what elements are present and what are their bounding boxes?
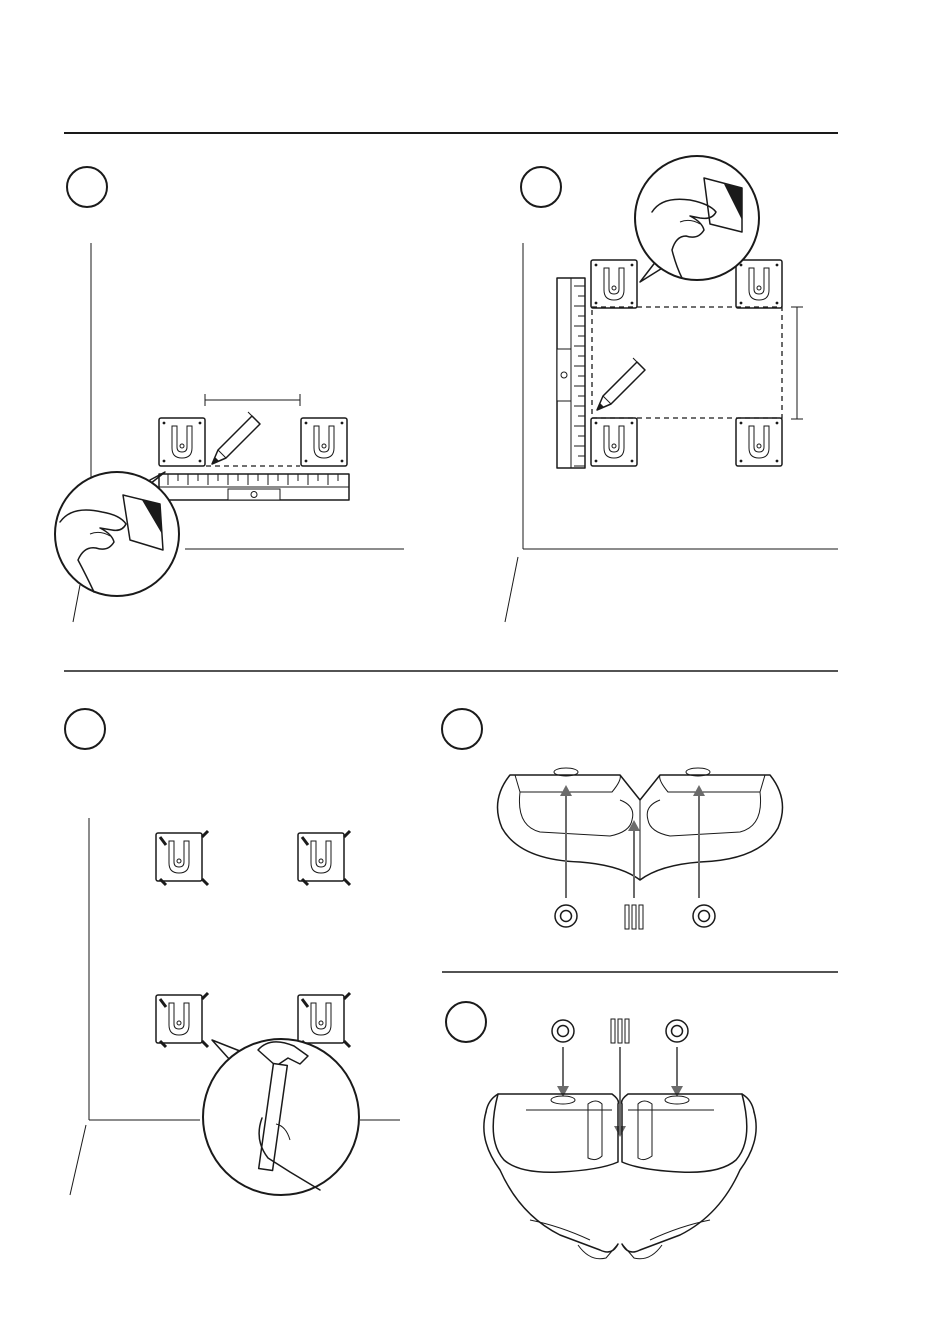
height-dimension (791, 307, 803, 419)
pencil-icon (212, 412, 260, 464)
step-1-circle (67, 167, 107, 207)
bracket-nailed-bottom-left (156, 993, 208, 1047)
placement-arrows (560, 785, 705, 898)
step-2-panel (505, 156, 838, 622)
step-3-circle (65, 709, 105, 749)
hand-peeling-tape-icon (55, 472, 179, 596)
bracket-right (301, 418, 347, 466)
spirit-level-icon-vertical (557, 278, 585, 468)
bracket-left (159, 418, 205, 466)
width-dimension (205, 394, 300, 406)
step-5-panel (446, 1002, 756, 1259)
step-3-panel (65, 709, 400, 1195)
bracket-bottom-left (591, 418, 637, 466)
step-4-panel (442, 709, 783, 929)
hand-peeling-tape-icon (635, 156, 759, 282)
step-2-circle (521, 167, 561, 207)
hammer-icon (203, 1039, 359, 1195)
placement-arrows (557, 1047, 683, 1137)
step-1-panel (55, 167, 404, 622)
connector-clip-icon (625, 905, 643, 929)
bracket-top-right (736, 260, 782, 308)
step-5-circle (446, 1002, 486, 1042)
bracket-nailed-bottom-right (298, 993, 350, 1047)
adhesive-pad-icon (552, 1020, 574, 1042)
bracket-top-left (591, 260, 637, 308)
adhesive-pad-icon (666, 1020, 688, 1042)
adhesive-pad-icon (693, 905, 715, 927)
connector-clip-icon (611, 1019, 629, 1043)
bracket-nailed-top-left (156, 831, 208, 885)
speaker-back-icon (498, 768, 783, 880)
bracket-bottom-right (736, 418, 782, 466)
adhesive-pad-icon (555, 905, 577, 927)
spirit-level-icon (159, 474, 349, 500)
bracket-nailed-top-right (298, 831, 350, 885)
guide-rectangle (592, 307, 782, 418)
pencil-icon (597, 358, 645, 410)
step-4-circle (442, 709, 482, 749)
